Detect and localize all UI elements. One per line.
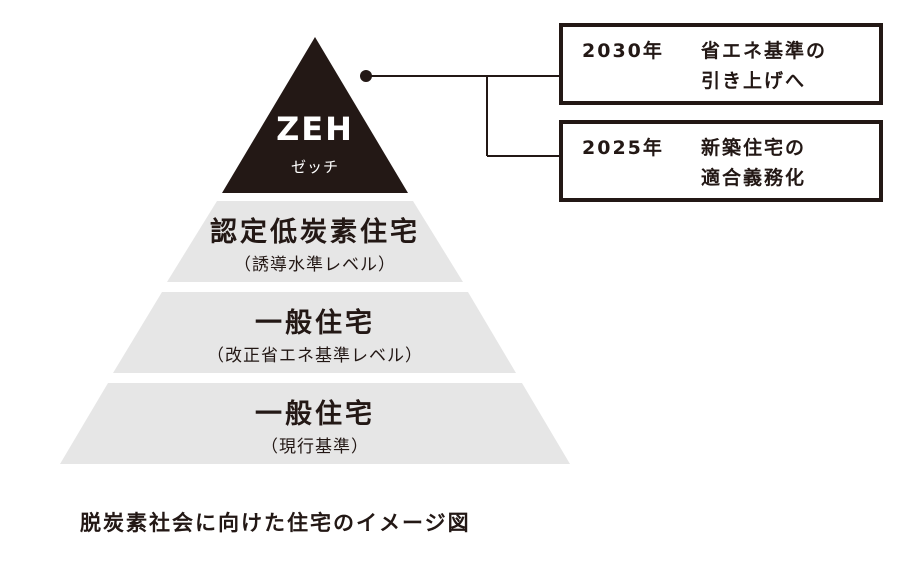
pyramid-tier-3: [60, 383, 570, 464]
callout-2030-year: 2030年: [582, 39, 664, 62]
callout-box-2030: [559, 23, 883, 105]
callout-box-2025: [559, 120, 883, 202]
pyramid-tier-1: [167, 201, 463, 282]
tier-2-title: 一般住宅: [255, 307, 375, 339]
tier-1-subtitle: （誘導水準レベル）: [234, 255, 396, 275]
callout-2025-line1: 新築住宅の: [701, 136, 806, 159]
tier-3-subtitle: （現行基準）: [261, 437, 369, 457]
connector-dot: [360, 70, 372, 82]
diagram-caption: 脱炭素社会に向けた住宅のイメージ図: [80, 511, 471, 535]
tier-1-title: 認定低炭素住宅: [210, 216, 420, 248]
tier-2-subtitle: （改正省エネ基準レベル）: [207, 346, 423, 366]
callout-2030-line2: 引き上げへ: [701, 70, 806, 92]
apex-subtitle: ゼッチ: [291, 158, 339, 176]
callout-2025-year: 2025年: [582, 136, 664, 159]
apex-title: ZEH: [276, 110, 354, 148]
pyramid-apex: [222, 37, 408, 193]
pyramid-tier-2: [113, 292, 516, 373]
tier-3-title: 一般住宅: [255, 398, 375, 430]
callout-2030-line1: 省エネ基準の: [700, 39, 827, 62]
callout-connector: [366, 75, 560, 157]
callout-2025-line2: 適合義務化: [701, 166, 806, 189]
